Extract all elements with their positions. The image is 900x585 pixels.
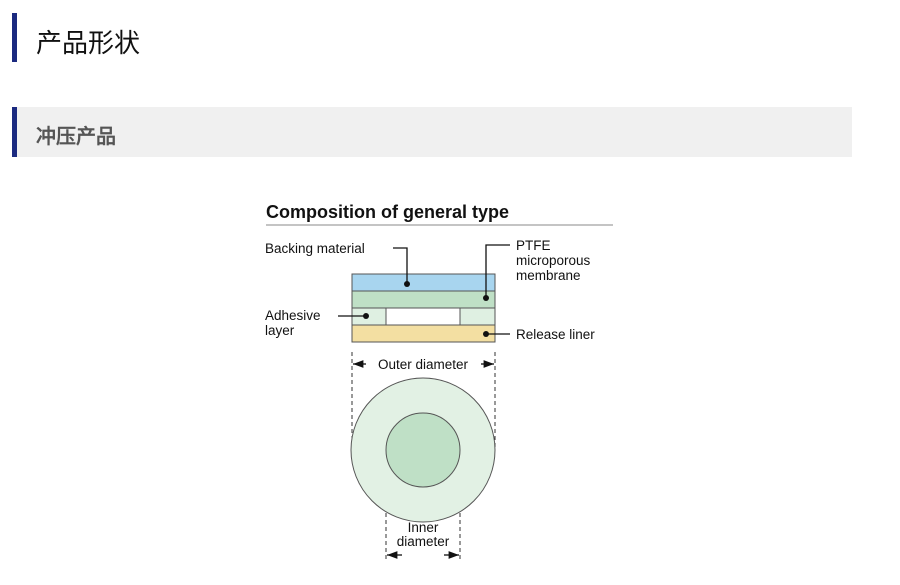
- section-title: 产品形状: [36, 29, 141, 59]
- label-ptfe-2: microporous: [516, 253, 591, 268]
- inner-circle: [385, 412, 461, 488]
- label-adhesive-1: Adhesive: [265, 308, 321, 323]
- label-ptfe-3: membrane: [516, 268, 581, 283]
- diagram-title: Composition of general type: [266, 202, 509, 222]
- subsection-heading: 冲压产品: [12, 107, 852, 157]
- adhesive-right: [459, 307, 496, 326]
- label-ptfe-1: PTFE: [516, 238, 551, 253]
- adhesive-gap: [385, 307, 461, 326]
- label-outer-diameter: Outer diameter: [378, 357, 469, 372]
- label-release: Release liner: [516, 327, 595, 342]
- subsection-title: 冲压产品: [36, 124, 116, 148]
- membrane-layer: [351, 290, 496, 309]
- section-heading: 产品形状: [12, 13, 140, 62]
- release-layer: [351, 324, 496, 343]
- label-adhesive-2: layer: [265, 323, 295, 338]
- label-inner-2: diameter: [397, 534, 450, 549]
- label-backing: Backing material: [265, 241, 365, 256]
- label-inner-1: Inner: [408, 520, 439, 535]
- backing-layer: [351, 273, 496, 292]
